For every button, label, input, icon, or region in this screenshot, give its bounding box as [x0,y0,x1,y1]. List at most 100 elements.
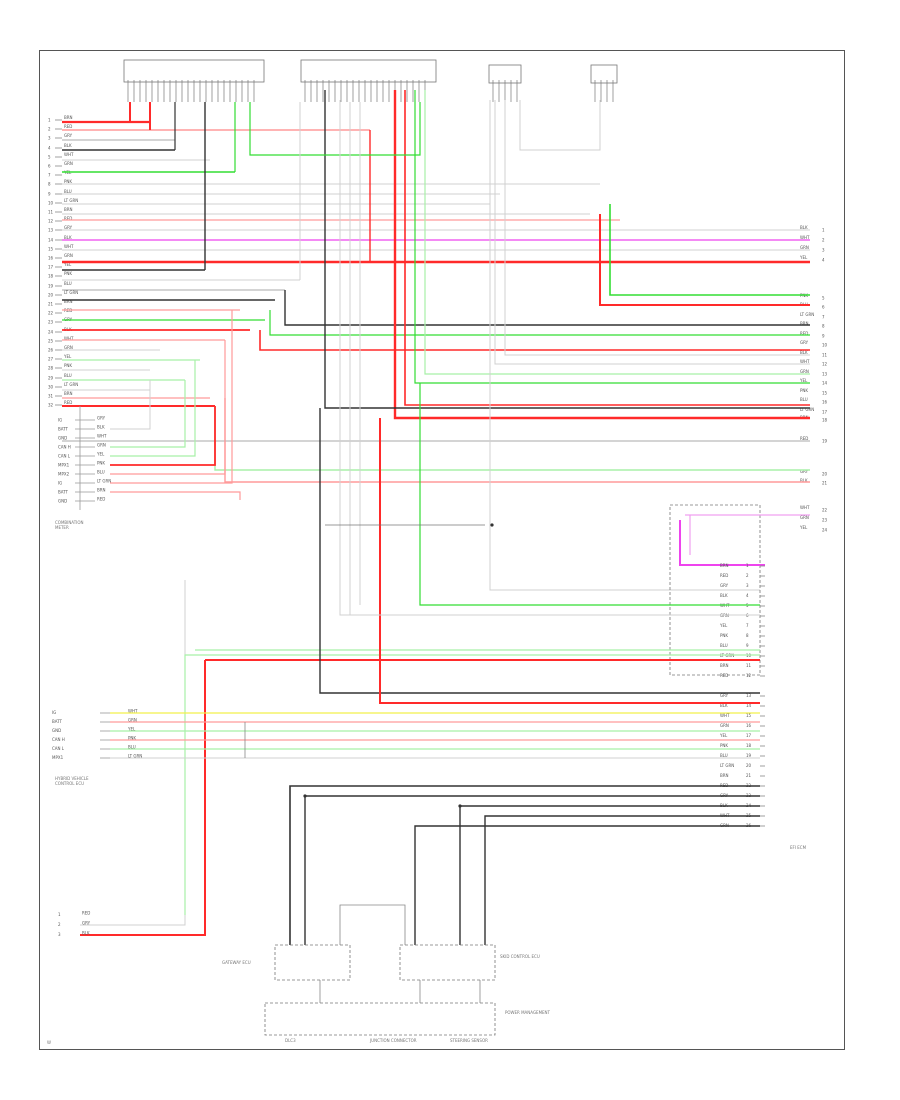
left-wire-tag: BLU [64,373,72,378]
left-pin-number: 29 [48,376,54,381]
ecu-feed-1 [80,580,186,926]
right-wire-tag: BLU [800,397,808,402]
ecu-pin-number: 13 [746,693,752,698]
junction-dot [490,523,494,527]
left-wire-tag: BLK [64,235,72,240]
ecu-wire-tag: GRY [720,693,729,698]
left-wire-tag: BRN [64,207,73,212]
run-right-12 [504,100,810,356]
ecu-wire-tag: BRN [720,773,729,778]
left-cluster-pin: GND [58,436,67,441]
left-wire-tag: PNK [64,179,72,184]
left-pin-number: 32 [48,403,54,408]
left-pin-number: 30 [48,385,54,390]
ecu-wire-tag: WHT [720,713,730,718]
ecu-wire-tag: GRN [720,723,729,728]
ecu-pin-number: 18 [746,743,752,748]
left-cluster-pin: MPX1 [58,463,70,468]
ecu-wire-tag: GRY [720,583,729,588]
run-right-2 [609,204,810,296]
left-wire-tag: RED [64,124,72,129]
left-pin-number: 19 [48,284,54,289]
right-wire-tag: BLK [800,225,808,230]
lower-left-tag: LT GRN [128,754,142,759]
run-right-10 [424,90,810,375]
right-wire-tag: YEL [799,378,808,383]
skid-box [399,944,496,981]
left-wire-tag: BLU [64,189,72,194]
right-wire-tag: LT GRN [800,312,814,317]
right-wire-tag: WHT [800,359,810,364]
left-pin-number: 6 [48,164,51,169]
right-wire-tag: RED [800,331,808,336]
ecu-wire-tag: PNK [720,633,728,638]
right-pin-number: 16 [822,400,828,405]
box-feed-5 [414,825,760,945]
bottom-label-1: DLC3 [285,1038,296,1043]
right-block-label: POWER MANAGEMENT [505,1010,550,1015]
left-pin-number: 14 [48,238,54,243]
left-pin-number: 21 [48,302,54,307]
right-pin-number: 7 [822,315,825,320]
ecu-wire-tag: BRN [720,663,729,668]
left-wire-tag: WHT [64,152,74,157]
ecu-wire-tag: BRN [720,563,729,568]
lower-left-label: HYBRID VEHICLE CONTROL ECU [55,776,89,786]
drop-10 [519,100,601,151]
run-right-3 [284,290,810,326]
left-cluster-pin: BATT [58,490,69,495]
right-pin-number: 23 [822,518,828,523]
box-feed-4 [484,815,760,945]
lc-run-2 [110,380,186,448]
left-wire-tag: WHT [64,244,74,249]
ecu-pin-number: 4 [746,593,749,598]
ecu-pin-number: 9 [746,643,749,648]
corner-tag: W [47,1040,51,1045]
magenta-1 [679,520,765,566]
ecu-wire-tag: RED [720,573,728,578]
right-pin-number: 6 [822,305,825,310]
diagram-frame [39,50,845,1050]
left-pin-number: 22 [48,311,54,316]
ecu-feed-7 [379,418,760,704]
lc-run-5 [110,340,226,475]
right-wire-tag: BLK [800,478,808,483]
ecu-wire-tag: YEL [719,733,728,738]
left-wire-tag: RED [64,216,72,221]
left-wire-tag: BRN [64,299,73,304]
left-wire-tag: GRN [64,345,73,350]
drop-11 [489,100,760,591]
lower-left-pin: CAN H [52,737,65,742]
ecu-wire-tag: PNK [720,743,728,748]
run-right-7 [404,90,810,406]
top-connector-b [300,59,437,83]
bottom-left-pin: 2 [58,922,61,927]
right-wire-tag: WHT [800,235,810,240]
right-pin-number: 3 [822,248,825,253]
left-pin-number: 28 [48,366,54,371]
left-pin-number: 26 [48,348,54,353]
left-cluster-tag: BLU [97,470,105,475]
right-wire-tag: WHT [800,505,810,510]
lower-left-tag: WHT [128,709,138,714]
left-wire-tag: GRN [64,161,73,166]
left-wire-tag: WHT [64,336,74,341]
left-pin-number: 18 [48,274,54,279]
box-link [339,904,406,945]
right-wire-tag: GRY [800,469,809,474]
left-pin-number: 10 [48,201,54,206]
right-pin-number: 8 [822,324,825,329]
ecu-pin-number: 8 [746,633,749,638]
ecu-wire-tag: BLU [720,753,728,758]
ecu-wire-tag: BLK [720,593,728,598]
right-pin-number: 9 [822,334,825,339]
lower-left-pin: IG [52,710,56,715]
drop-6 [249,102,421,156]
ecu-pin-number: 15 [746,713,752,718]
left-wire-tag: YEL [63,262,72,267]
left-wire-tag: BRN [64,391,73,396]
ecu-feed-8 [419,383,760,606]
ecu-pin-number: 20 [746,763,752,768]
right-wire-tag: GRN [800,515,809,520]
